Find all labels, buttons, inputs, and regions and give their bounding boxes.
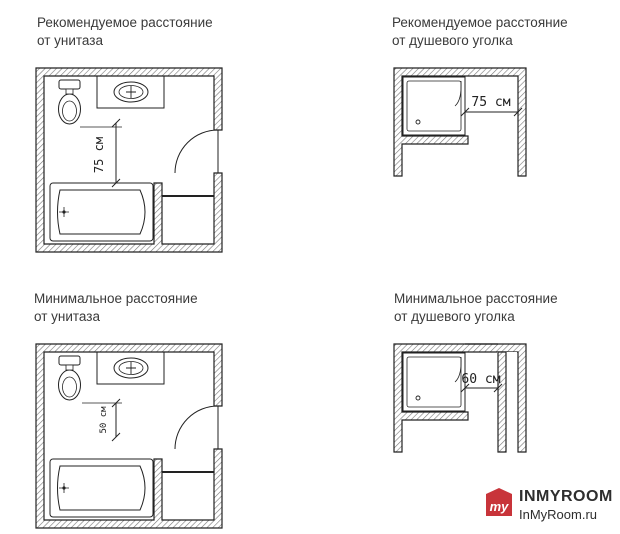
dimension-label: 75 см [471, 95, 510, 110]
logo-brand: INMYROOM [519, 488, 613, 505]
logo-mark: my [486, 488, 512, 516]
caption-line: от унитаза [37, 33, 103, 48]
dimension-line-recommended-toilet [80, 118, 122, 188]
dimension-line-minimum-toilet [82, 398, 122, 442]
dimension-label: 60 см [461, 372, 500, 387]
caption-line: Рекомендуемое расстояние [392, 15, 568, 30]
caption-recommended-shower: Рекомендуемое расстояние от душевого уго… [392, 14, 568, 50]
caption-line: Минимальное расстояние [34, 291, 198, 306]
dimension-label: 50 см [99, 406, 109, 434]
caption-line: от душевого уголка [392, 33, 513, 48]
caption-recommended-toilet: Рекомендуемое расстояние от унитаза [37, 14, 213, 50]
plan-minimum-toilet [35, 343, 223, 529]
dimension-line-recommended-shower [460, 107, 523, 117]
caption-minimum-toilet: Минимальное расстояние от унитаза [34, 290, 198, 326]
caption-line: от унитаза [34, 309, 100, 324]
dimension-line-minimum-shower [460, 383, 503, 393]
plan-recommended-shower [393, 67, 527, 177]
caption-line: от душевого уголка [394, 309, 515, 324]
caption-minimum-shower: Минимальное расстояние от душевого уголк… [394, 290, 558, 326]
logo-mark-text: my [490, 499, 510, 514]
plan-recommended-toilet [35, 67, 223, 253]
dimension-label: 75 см [92, 137, 106, 173]
inmyroom-logo: my INMYROOM InMyRoom.ru [484, 486, 616, 526]
caption-line: Рекомендуемое расстояние [37, 15, 213, 30]
caption-line: Минимальное расстояние [394, 291, 558, 306]
logo-url: InMyRoom.ru [519, 507, 598, 522]
minimum-shower-right-wall-offset [465, 343, 517, 453]
